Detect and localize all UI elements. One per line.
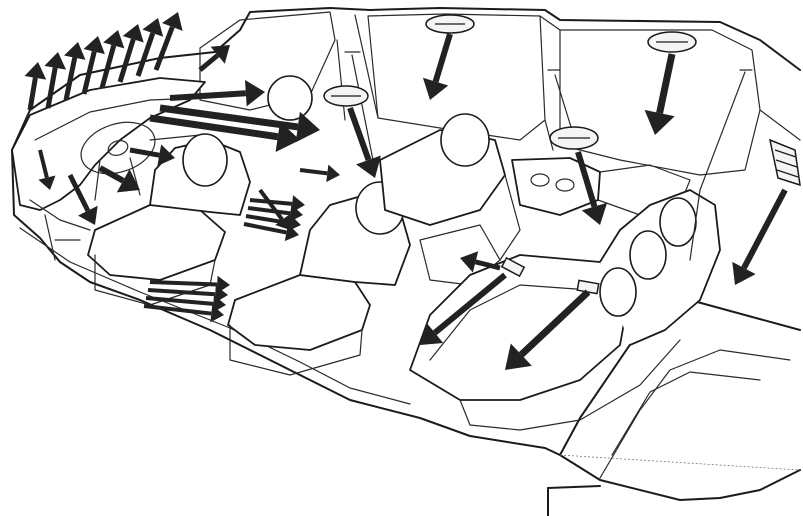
airflow-arrow <box>423 34 450 100</box>
airflow-arrow <box>300 165 340 182</box>
airflow-arrow <box>70 175 98 225</box>
roof-vent-1 <box>426 15 474 33</box>
airflow-arrow <box>645 54 675 135</box>
airflow-arrow <box>25 62 47 110</box>
airflow-arrow-shaft <box>150 282 217 285</box>
airflow-arrow-head <box>326 165 340 182</box>
rear-quarter-vent <box>770 140 800 185</box>
airflow-arrow-shaft <box>130 150 159 155</box>
roof-vent-4 <box>550 127 598 149</box>
airflow-arrow-shaft <box>350 108 369 160</box>
airflow-arrow <box>156 12 183 70</box>
airflow-arrow-head <box>44 52 66 70</box>
airflow-arrow-head <box>84 36 105 54</box>
airflow-arrow <box>350 108 381 178</box>
airflow-arrow-head <box>460 251 478 272</box>
airflow-arrow-head <box>296 112 320 143</box>
airflow-arrow-shaft <box>100 168 123 181</box>
airflow-arrow-shaft <box>200 55 218 70</box>
roof-vent-2 <box>648 32 696 52</box>
roof-vents <box>324 15 696 149</box>
airflow-arrow-shaft <box>300 170 327 173</box>
airflow-arrow-head <box>64 42 86 60</box>
airflow-arrow-shaft <box>248 208 290 213</box>
airflow-arrow-head <box>645 110 675 135</box>
roof-vent-3 <box>324 86 368 106</box>
airflow-arrow-shaft <box>48 68 55 108</box>
airflow-arrow <box>44 52 66 108</box>
airflow-arrow-shaft <box>660 54 672 113</box>
airflow-arrow-shaft <box>260 190 282 220</box>
airflow-arrow-head <box>25 62 47 80</box>
airflow-arrow <box>732 190 785 285</box>
airflow-arrow-shaft <box>148 290 215 294</box>
airflow-arrow-shaft <box>30 78 35 110</box>
airflow-arrow <box>200 45 230 70</box>
airflow-arrow-shaft <box>436 34 450 82</box>
airflow-arrow-head <box>245 80 265 106</box>
airflow-arrow-shaft <box>744 190 785 268</box>
